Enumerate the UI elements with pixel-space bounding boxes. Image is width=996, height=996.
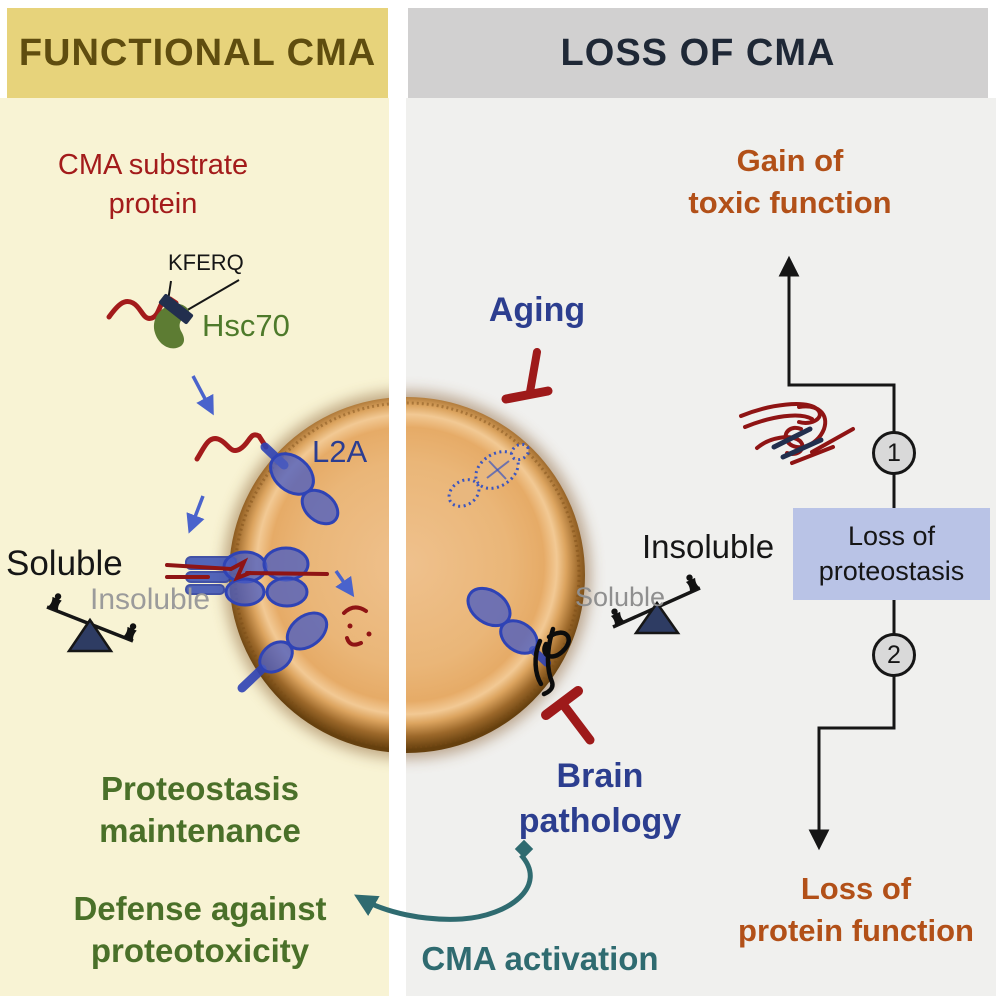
loss-of-proteostasis-box: Loss of proteostasis <box>793 508 990 600</box>
brain-pathology-label: Brain pathology <box>518 757 682 840</box>
step-1-badge: 1 <box>872 431 916 475</box>
translocation-complex-icon <box>165 546 329 608</box>
cma-activation-arrow-icon <box>354 839 534 922</box>
substrate-at-membrane-icon <box>194 432 269 462</box>
loss-of-cma-header-band: LOSS OF CMA <box>408 8 988 98</box>
cma-substrate-label: CMA substrate protein <box>57 149 249 220</box>
balance-scale-left-icon <box>46 591 140 653</box>
loss-of-protein-function-label: Loss of protein function <box>738 871 974 948</box>
hsc70-label: Hsc70 <box>202 308 290 343</box>
loss-of-cma-title: LOSS OF CMA <box>560 32 836 74</box>
arrow-gain-of-toxic <box>778 255 896 512</box>
aging-label: Aging <box>488 291 586 329</box>
aggregate-tangle-icon <box>533 626 571 697</box>
defense-proteotoxicity-label: Defense against proteotoxicity <box>73 890 327 969</box>
kferq-motif-icon <box>158 293 194 325</box>
arrow-degradation <box>334 570 355 598</box>
translocating-substrate-icon <box>165 557 329 582</box>
degraded-peptides-icon <box>342 605 372 647</box>
degrading-receptor-icon <box>447 442 530 508</box>
gain-of-toxic-function-label: Gain of toxic function <box>688 143 892 220</box>
kferq-label: KFERQ <box>168 250 244 275</box>
insoluble-right-label: Insoluble <box>641 528 775 565</box>
functional-cma-title: FUNCTIONAL CMA <box>18 32 377 74</box>
proteostasis-maintenance-label: Proteostasis maintenance <box>99 770 301 849</box>
arrow-loss-of-function <box>808 596 896 851</box>
cma-activation-label: CMA activation <box>421 940 659 977</box>
insoluble-left-label: Insoluble <box>90 583 211 616</box>
arrow-to-lysosome-1 <box>191 375 214 416</box>
aging-inhibition-icon <box>501 348 553 404</box>
balance-scale-right-icon <box>608 572 701 635</box>
protein-aggregate-icon <box>739 402 855 465</box>
pathology-inhibition-icon <box>541 686 595 745</box>
soluble-right-label: Soluble <box>574 582 666 612</box>
internalized-receptor-icon <box>237 611 329 693</box>
targeting-arrows <box>186 375 355 598</box>
functional-cma-header-band: FUNCTIONAL CMA <box>7 8 388 98</box>
lamp2a-receptor-icon <box>260 442 340 526</box>
arrow-to-lysosome-2 <box>186 495 205 534</box>
soluble-left-label: Soluble <box>6 544 123 583</box>
l2a-label: L2A <box>312 434 368 469</box>
lysosome-right-half-icon <box>406 391 591 759</box>
step-2-badge: 2 <box>872 633 916 677</box>
